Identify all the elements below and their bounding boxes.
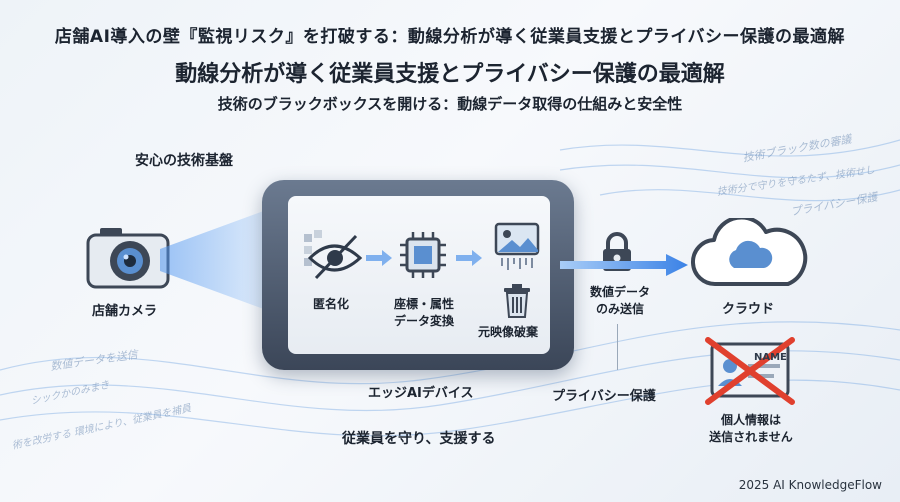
base-label: 安心の技術基盤 <box>135 153 233 169</box>
send-label-line2: のみ送信 <box>595 302 644 316</box>
convert-label-line2: データ変換 <box>393 314 454 328</box>
arrow-right-icon <box>456 250 482 266</box>
anonymize-label: 匿名化 <box>313 297 350 311</box>
cloud-label: クラウド <box>722 302 775 317</box>
arrow-right-icon <box>366 250 392 266</box>
personal-info-line1: 個人情報は <box>720 413 781 427</box>
id-card-crossed-icon <box>705 337 795 405</box>
destroy-label: 元映像破棄 <box>478 325 539 339</box>
divider-line <box>617 324 618 370</box>
send-label: 数値データ のみ送信 <box>584 284 656 318</box>
subtitle: 動線分析が導く従業員支援とプライバシー保護の最適解 <box>175 62 725 87</box>
eye-slash-icon <box>304 230 363 280</box>
footer-credit: 2025 AI KnowledgeFlow <box>738 478 882 492</box>
convert-label-line1: 座標・属性 <box>393 297 454 311</box>
cloud-icon <box>691 218 808 287</box>
tagline: 技術のブラックボックスを開ける：動線データ取得の仕組みと安全性 <box>217 95 683 113</box>
personal-info-label: 個人情報は 送信されません <box>706 412 796 446</box>
personal-info-line2: 送信されません <box>709 430 793 444</box>
data-flow-arrow <box>560 254 688 276</box>
main-title: 店舗AI導入の壁『監視リスク』を打破する：動線分析が導く従業員支援とプライバシー… <box>54 27 846 47</box>
convert-label: 座標・属性 データ変換 <box>388 296 460 330</box>
device-label: エッジAIデバイス <box>368 386 474 401</box>
support-label: 従業員を守り、支援する <box>342 431 496 447</box>
privacy-label: プライバシー保護 <box>552 389 656 404</box>
device-screen <box>288 196 550 354</box>
chip-icon <box>400 232 446 278</box>
camera-icon <box>86 228 170 289</box>
trash-icon <box>504 284 530 318</box>
camera-label: 店舗カメラ <box>92 304 158 319</box>
send-label-line1: 数値データ <box>589 285 650 299</box>
id-card-text: NAME <box>754 352 787 363</box>
image-dissolve-icon <box>494 222 540 270</box>
